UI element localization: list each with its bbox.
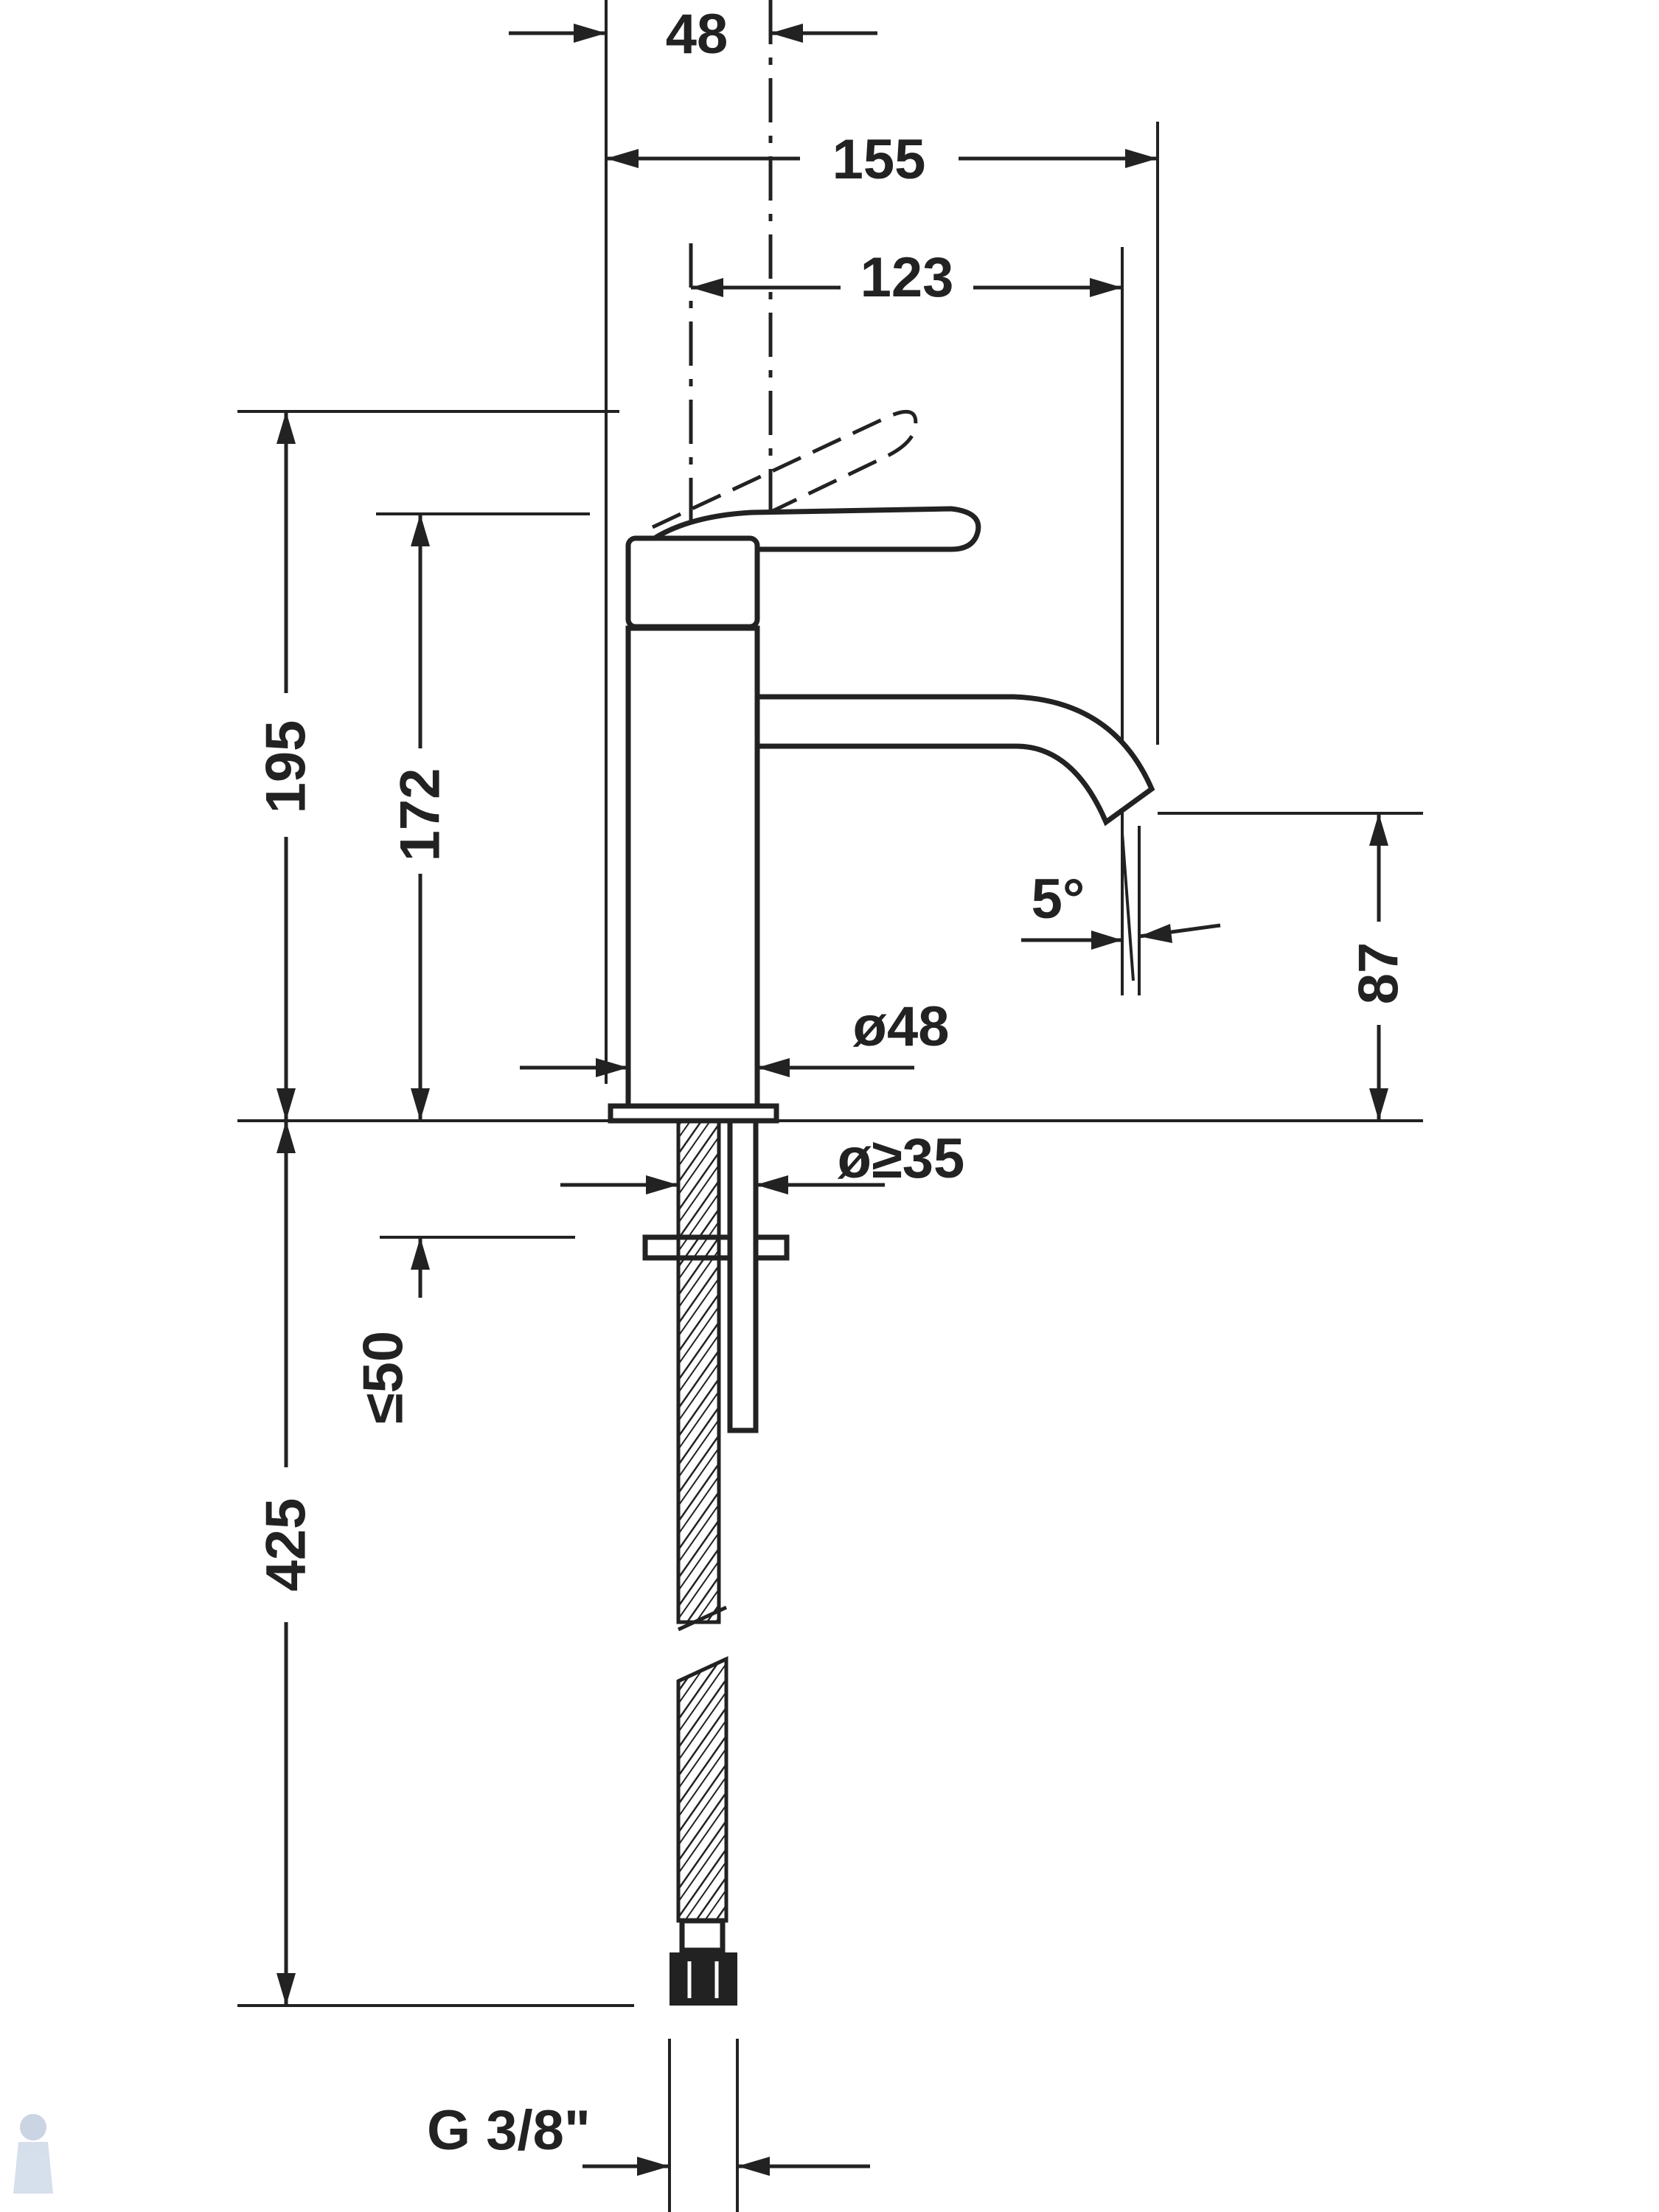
dimension-425: 425: [255, 1498, 318, 1592]
cartridge-cap: [625, 535, 760, 630]
handle-raised-outline: [651, 409, 918, 548]
dimension-195: 195: [255, 720, 318, 814]
dimension-123: 123: [860, 246, 954, 309]
plumber-figure-icon: [13, 2114, 53, 2194]
dimension-lines: [276, 24, 1388, 2176]
braided-hose-upper: [676, 1119, 721, 1624]
faucet: [608, 409, 1155, 2006]
braided-hose-lower: [676, 1656, 728, 1923]
body-column: [625, 625, 760, 1110]
dimension-le-50: ≤50: [352, 1331, 415, 1424]
dimension-thread: G 3/8": [427, 2099, 591, 2162]
spout: [754, 694, 1155, 827]
dimension-172: 172: [389, 768, 452, 862]
extension-lines: [237, 0, 1423, 2212]
dimension-angle-5: 5°: [1032, 868, 1085, 931]
threaded-rod: [727, 1118, 759, 1433]
dimension-48-top: 48: [666, 3, 728, 66]
dimension-diameter-48: ø48: [853, 995, 950, 1058]
hose-ferrule: [679, 1918, 726, 1953]
dimension-diameter-35: ø≥35: [838, 1127, 965, 1190]
hose-nut: [669, 1952, 737, 2006]
dimension-87: 87: [1348, 942, 1411, 1005]
dimension-155: 155: [832, 128, 926, 191]
